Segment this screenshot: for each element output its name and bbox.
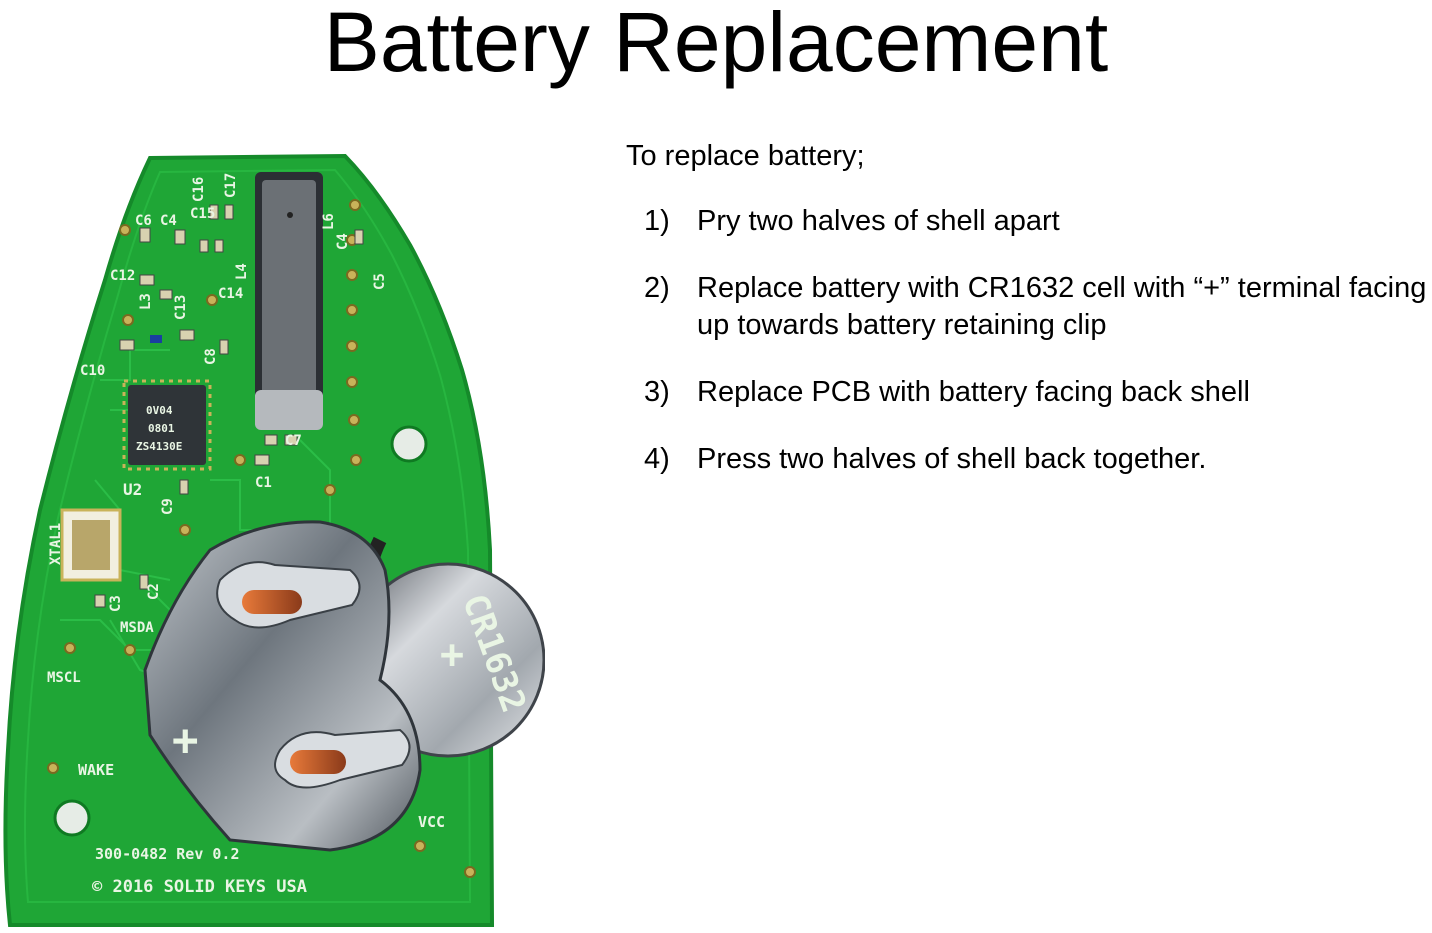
crystal-xtal1: [60, 508, 122, 582]
battery-plus-sign: +: [440, 632, 464, 678]
label-c14: C14: [218, 286, 243, 302]
step-text: Replace PCB with battery facing back she…: [697, 376, 1250, 408]
label-u2: U2: [123, 480, 142, 499]
label-l3: L3: [138, 293, 154, 310]
list-item: 4) Press two halves of shell back togeth…: [626, 441, 1432, 478]
chip-line-2: 0801: [148, 422, 175, 435]
label-c16: C16: [191, 177, 207, 202]
instructions-list: 1) Pry two halves of shell apart 2) Repl…: [626, 203, 1432, 478]
step-number: 2): [644, 272, 670, 304]
step-text: Pry two halves of shell apart: [697, 205, 1060, 237]
battery-holder-clip: +: [143, 520, 422, 852]
pcb-inner-border: [24, 168, 472, 903]
list-item: 1) Pry two halves of shell apart: [626, 203, 1432, 240]
pad-column: [47, 199, 476, 878]
step-number: 3): [644, 376, 670, 408]
label-c3: C3: [108, 595, 124, 612]
label-c15: C15: [190, 206, 215, 222]
label-c8: C8: [203, 348, 219, 365]
label-c2: C2: [146, 583, 162, 600]
label-c1: C1: [255, 475, 272, 491]
label-c5: C5: [372, 273, 388, 290]
label-wake: WAKE: [78, 761, 114, 779]
step-number: 4): [644, 443, 670, 475]
label-c17: C17: [223, 173, 239, 198]
label-c4b: C4: [335, 233, 351, 250]
instructions-intro: To replace battery;: [626, 140, 865, 172]
step-number: 1): [644, 205, 670, 237]
instructions-panel: To replace battery; 1) Pry two halves of…: [626, 138, 1432, 508]
step-text: Replace battery with CR1632 cell with “+…: [697, 272, 1427, 341]
chip-line-1: 0V04: [146, 404, 173, 417]
list-item: 3) Replace PCB with battery facing back …: [626, 374, 1432, 411]
label-copyright: © 2016 SOLID KEYS USA: [92, 877, 307, 897]
label-xtal1: XTAL1: [48, 523, 64, 565]
label-c10: C10: [80, 363, 105, 379]
label-c12: C12: [110, 268, 135, 284]
mounting-hole: [53, 799, 91, 837]
smd-components: [94, 204, 364, 608]
step-text: Press two halves of shell back together.: [697, 443, 1207, 475]
key-fob-pcb-photo: 0V04 0801 ZS4130E CR1632 + + C6 C4 C16 C…: [3, 153, 545, 927]
label-mscl: MSCL: [47, 670, 81, 686]
label-c6: C6: [135, 213, 152, 229]
label-rev: 300-0482 Rev 0.2: [95, 845, 240, 863]
label-l6: L6: [321, 213, 337, 230]
label-msda: MSDA: [120, 620, 154, 636]
list-item: 2) Replace battery with CR1632 cell with…: [626, 270, 1432, 344]
chip-line-3: ZS4130E: [136, 440, 182, 453]
silkscreen-labels: C6 C4 C16 C17 C15 C12 L3 C13 C14 L4 L6 C…: [47, 173, 445, 897]
ic-chip-u2: 0V04 0801 ZS4130E: [122, 379, 212, 471]
label-vcc: VCC: [418, 813, 445, 831]
label-c13: C13: [173, 295, 189, 320]
label-c9: C9: [160, 498, 176, 515]
mounting-hole: [390, 425, 428, 463]
label-l4: L4: [234, 263, 250, 280]
label-c4a: C4: [160, 213, 177, 229]
label-c7: C7: [285, 433, 302, 449]
slide-title: Battery Replacement: [323, 0, 1109, 89]
holder-plus-sign: +: [172, 715, 199, 766]
